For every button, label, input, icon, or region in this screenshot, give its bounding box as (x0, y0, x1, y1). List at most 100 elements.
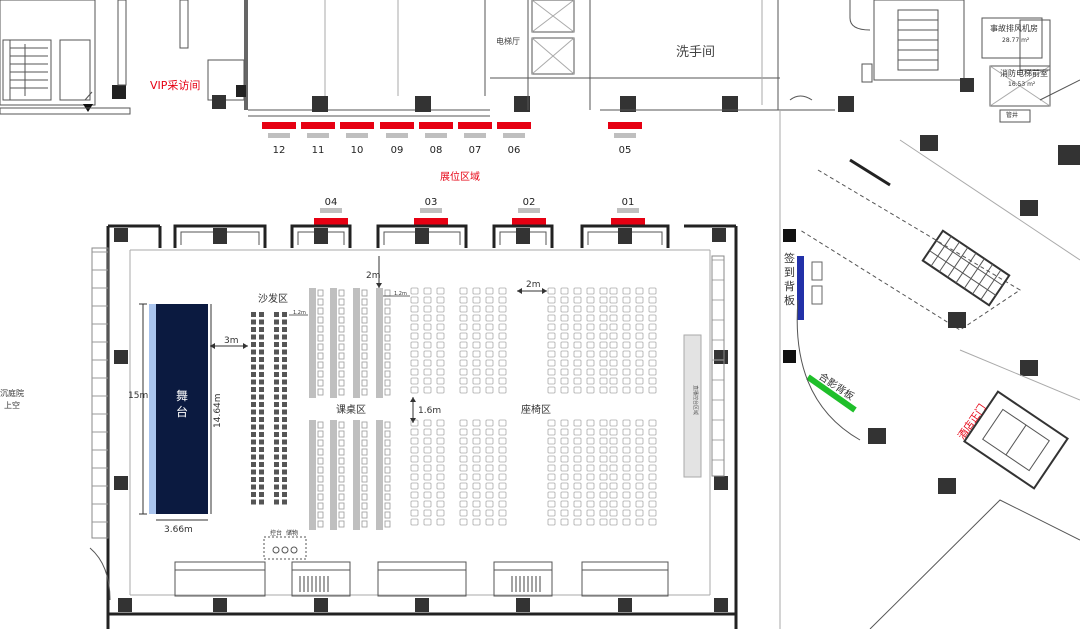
desk-chair (317, 379, 324, 387)
desk-chair (384, 493, 391, 501)
chair (459, 305, 468, 313)
chair (547, 323, 556, 331)
chair (648, 305, 657, 313)
chair (573, 359, 582, 367)
niche-wall (492, 224, 554, 248)
sofa-seat (259, 432, 264, 437)
chair (485, 323, 494, 331)
dim-3m: 3m (224, 336, 239, 346)
chair (586, 368, 595, 376)
booth-counter (380, 122, 414, 129)
chair (547, 386, 556, 394)
chair (648, 491, 657, 499)
chair (648, 437, 657, 445)
chair (436, 359, 445, 367)
chair (635, 368, 644, 376)
chair (472, 305, 481, 313)
chair (609, 419, 618, 427)
sofa-seat (274, 342, 279, 347)
chair (423, 437, 432, 445)
sofa-seat (259, 492, 264, 497)
chair (599, 359, 608, 367)
live-console-label: 直播控台区域 (692, 385, 699, 415)
sofa-seat (259, 372, 264, 377)
chair (573, 437, 582, 445)
chair (498, 287, 507, 295)
chair (560, 359, 569, 367)
sofa-seat (282, 342, 287, 347)
desk-row (353, 288, 360, 398)
sofa-seat (251, 357, 256, 362)
sofa-seat (251, 454, 256, 460)
chair (485, 287, 494, 295)
chair (648, 341, 657, 349)
sofa-seat (259, 327, 264, 332)
chair (485, 446, 494, 454)
chair (560, 323, 569, 331)
chair (586, 509, 595, 517)
chair (635, 341, 644, 349)
sofa-seats (251, 312, 287, 505)
column (415, 598, 429, 612)
booth-chair (346, 133, 368, 138)
chair (410, 464, 419, 472)
chair (410, 386, 419, 394)
chair (498, 377, 507, 385)
chair (609, 509, 618, 517)
sofa-seat (274, 424, 279, 430)
chair (436, 455, 445, 463)
chair (586, 455, 595, 463)
desk-chair (361, 502, 368, 510)
courtyard-label: 沉庭院 (0, 388, 24, 398)
chair (436, 473, 445, 481)
chair (609, 359, 618, 367)
signin-label-3: 背 (784, 279, 795, 293)
desk-chair (338, 352, 345, 360)
console-desk: 控台 储物 (263, 529, 307, 560)
chair (423, 386, 432, 394)
desk-chair (384, 361, 391, 369)
chair (485, 428, 494, 436)
sofa-seat (259, 462, 264, 467)
desk-chair (384, 448, 391, 456)
chair (472, 500, 481, 508)
sofa-seat (282, 454, 287, 460)
chair (459, 386, 468, 394)
chair (498, 446, 507, 454)
booth-03: 03 (414, 197, 448, 225)
desk-chair (384, 502, 391, 510)
chair (547, 473, 556, 481)
chair (622, 518, 631, 526)
chair (547, 332, 556, 340)
stage-platform (156, 304, 208, 514)
dim-3-66m: 3.66m (164, 525, 193, 535)
chair (573, 464, 582, 472)
chair (547, 359, 556, 367)
booth-06: 06 (497, 122, 531, 156)
sofa-seat (251, 312, 256, 317)
chair (573, 296, 582, 304)
booth-chair (503, 133, 525, 138)
chair (436, 419, 445, 427)
chair (423, 500, 432, 508)
chair (410, 473, 419, 481)
chair (586, 428, 595, 436)
desk-chair (338, 334, 345, 342)
desk-chair (338, 511, 345, 519)
chair (622, 305, 631, 313)
signin-label-1: 签 (784, 251, 795, 265)
chair (498, 305, 507, 313)
desk-chair (384, 352, 391, 360)
booth-number: 03 (425, 197, 438, 208)
desk-row (330, 288, 337, 398)
desk-chair (361, 343, 368, 351)
desk-chair (338, 325, 345, 333)
chair (436, 464, 445, 472)
chair (648, 509, 657, 517)
chair (573, 332, 582, 340)
chair (635, 473, 644, 481)
chair (423, 314, 432, 322)
desk-chair (384, 421, 391, 429)
chair (622, 482, 631, 490)
